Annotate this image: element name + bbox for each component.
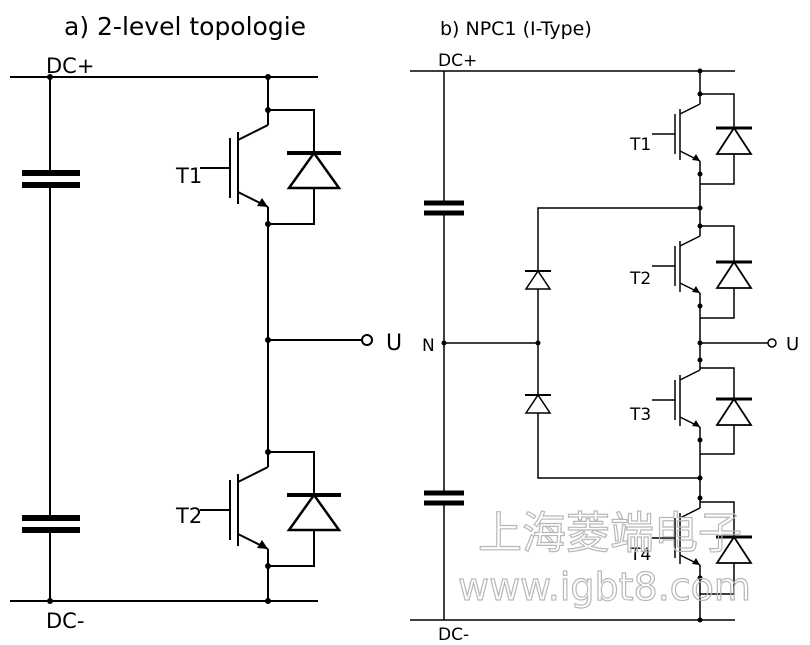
left-t2-diode xyxy=(268,451,342,567)
left-t1-label: T1 xyxy=(175,164,202,188)
right-t4-diode xyxy=(700,501,753,595)
left-output-label: U xyxy=(386,331,402,356)
right-t4-label: T4 xyxy=(629,545,651,565)
left-capacitor-bank xyxy=(22,74,80,604)
right-output-terminal xyxy=(697,338,777,348)
left-dc-minus-label: DC- xyxy=(46,609,84,633)
two-level-topology: a) 2-level topologie DC+ DC- xyxy=(10,12,402,633)
left-t1-diode xyxy=(268,109,342,225)
right-t3-diode xyxy=(700,367,753,455)
right-t4-igbt xyxy=(651,495,703,581)
left-dc-plus-label: DC+ xyxy=(46,54,94,78)
right-output-label: U xyxy=(786,334,799,355)
right-neutral-label: N xyxy=(422,336,435,356)
right-t2-label: T2 xyxy=(629,269,651,289)
left-t2-igbt xyxy=(199,449,271,569)
npc1-topology: b) NPC1 (I-Type) DC+ DC- N xyxy=(410,18,799,645)
right-dc-minus-label: DC- xyxy=(438,625,469,645)
clamp-diodes xyxy=(524,207,700,479)
right-t1-igbt xyxy=(651,91,703,177)
right-t2-igbt xyxy=(651,223,703,309)
right-t3-label: T3 xyxy=(629,405,651,425)
watermark: 上海菱端电子 www.igbt8.com xyxy=(457,507,751,609)
right-title: b) NPC1 (I-Type) xyxy=(440,18,592,40)
right-t1-label: T1 xyxy=(629,135,651,155)
left-t1-igbt xyxy=(199,107,271,227)
right-t2-diode xyxy=(700,225,753,319)
right-dc-plus-label: DC+ xyxy=(438,51,477,71)
left-title: a) 2-level topologie xyxy=(64,12,306,41)
left-output-terminal xyxy=(265,334,373,346)
right-capacitor-bank xyxy=(424,71,464,620)
left-t2-label: T2 xyxy=(175,504,202,528)
right-t3-igbt xyxy=(651,357,703,443)
watermark-company: 上海菱端电子 xyxy=(478,508,742,559)
right-t1-diode xyxy=(700,93,753,185)
watermark-url: www.igbt8.com xyxy=(458,565,751,609)
